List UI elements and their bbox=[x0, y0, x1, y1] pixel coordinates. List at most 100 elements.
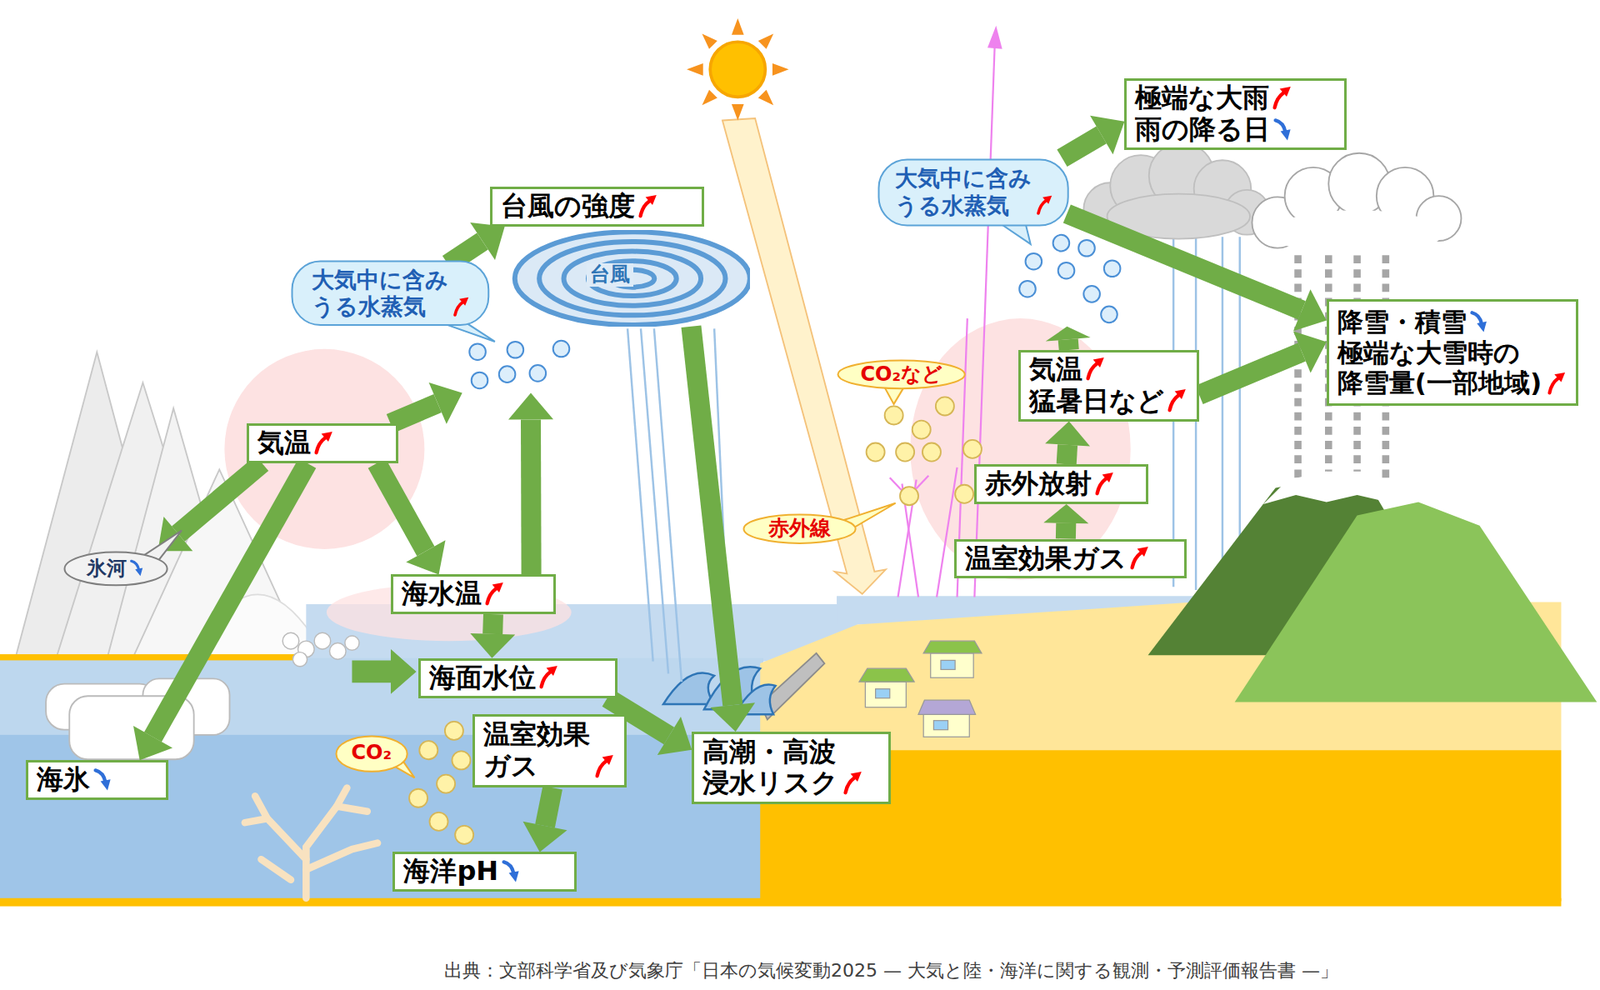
arrow-head bbox=[508, 392, 554, 420]
flow-arrow bbox=[1056, 115, 1125, 167]
effect-box: 温室効果 ガス bbox=[472, 714, 627, 788]
co2-bubbles-part bbox=[955, 485, 974, 504]
trend-up-icon bbox=[1166, 387, 1187, 413]
node-text: 降雪・積雪 bbox=[1337, 306, 1467, 337]
icon-stem bbox=[1170, 395, 1180, 410]
icon-stem bbox=[845, 777, 855, 793]
coral-part bbox=[260, 859, 291, 880]
text-row: 海洋pH bbox=[403, 855, 564, 888]
flow-arrow bbox=[470, 614, 515, 659]
coral-part bbox=[245, 818, 268, 823]
green-mountains-part bbox=[1235, 502, 1598, 703]
ice-fragments-part bbox=[292, 652, 307, 667]
arrow-shaft bbox=[1063, 204, 1306, 320]
text-row: CO₂など bbox=[860, 363, 943, 387]
trend-down-icon bbox=[92, 766, 113, 792]
node-text: 温室効果 ガス bbox=[483, 719, 592, 783]
effect-box: 台風の強度 bbox=[490, 186, 705, 227]
node-text: 氷河 bbox=[86, 556, 127, 580]
icon-stem bbox=[1097, 478, 1107, 494]
icon-stem bbox=[504, 861, 515, 874]
node-text: 台風 bbox=[590, 262, 630, 286]
co2-bubbles-part bbox=[455, 825, 474, 845]
icon-head bbox=[1476, 321, 1487, 333]
icon-head bbox=[850, 771, 862, 782]
node-text: 極端な大雪時の 降雪量(一部地域) bbox=[1337, 337, 1545, 399]
icon-stem bbox=[316, 437, 326, 453]
gas-callout: 赤外線 bbox=[742, 513, 857, 545]
arrow-shaft bbox=[368, 458, 435, 556]
coral bbox=[245, 788, 378, 899]
water-droplet bbox=[529, 365, 546, 382]
sun-part bbox=[772, 63, 790, 76]
arrow-shaft bbox=[1056, 126, 1107, 168]
trend-down-icon bbox=[500, 858, 521, 884]
text-row: 極端な大雨 bbox=[1135, 82, 1335, 115]
icon-head bbox=[1175, 389, 1186, 400]
typhoon-ring bbox=[539, 240, 725, 315]
icon-stem bbox=[95, 770, 105, 782]
glacier-callout: 氷河 bbox=[63, 550, 169, 587]
effect-box: 海水温 bbox=[390, 574, 556, 615]
trend-down-icon bbox=[1272, 116, 1293, 142]
text-row: 雨の降る日 bbox=[1135, 114, 1335, 146]
land-part bbox=[0, 898, 1561, 907]
icon-stem bbox=[597, 760, 607, 776]
arrow-head bbox=[470, 222, 505, 260]
trend-up-icon bbox=[1129, 545, 1150, 570]
coral-part bbox=[305, 843, 378, 870]
node-text: CO₂など bbox=[860, 362, 943, 386]
effect-box: 気温猛暑日など bbox=[1018, 350, 1200, 422]
infrared-rays-part bbox=[974, 40, 995, 597]
arrow-head bbox=[1090, 115, 1125, 155]
water-droplet bbox=[1100, 305, 1118, 323]
water-droplet bbox=[471, 372, 489, 390]
arrow-head bbox=[657, 716, 692, 755]
text-row: CO₂ bbox=[350, 741, 392, 765]
effect-box: 海洋pH bbox=[392, 851, 576, 892]
gas-callout: CO₂など bbox=[836, 359, 966, 390]
typhoon-ring bbox=[515, 231, 750, 325]
houses-part bbox=[865, 681, 906, 708]
text-row: 台風の強度 bbox=[500, 190, 692, 223]
typhoon-fill bbox=[515, 231, 750, 325]
node-text: 海面水位 bbox=[429, 661, 536, 694]
arrow-head bbox=[523, 821, 568, 853]
text-row: 温室効果 ガス bbox=[483, 719, 615, 783]
icon-stem bbox=[131, 560, 140, 570]
icon-head bbox=[1102, 472, 1114, 483]
arrow-shaft bbox=[535, 785, 563, 829]
bubble-outline bbox=[879, 159, 1069, 225]
co2-bubbles-part bbox=[895, 443, 915, 462]
icon-head bbox=[546, 665, 558, 676]
sun-part bbox=[731, 104, 745, 121]
callout-body: CO₂ bbox=[350, 741, 392, 765]
sun-part bbox=[686, 63, 704, 76]
effect-box: 高潮・高波 浸水リスク bbox=[691, 731, 891, 805]
houses-part bbox=[933, 720, 948, 730]
text-row: 気温 bbox=[257, 427, 385, 460]
water-droplet bbox=[1025, 253, 1043, 270]
co2-bubbles-part bbox=[436, 775, 455, 794]
text-row: 猛暑日など bbox=[1029, 385, 1187, 418]
icon-stem bbox=[487, 588, 497, 604]
node-text: 極端な大雨 bbox=[1135, 81, 1270, 114]
warm-glow-part bbox=[224, 349, 425, 550]
node-text: 赤外放射 bbox=[985, 467, 1092, 500]
arrow-shaft bbox=[1056, 444, 1078, 465]
co2-bubbles bbox=[409, 396, 982, 844]
node-text: 猛暑日など bbox=[1029, 385, 1165, 417]
ice-fragments bbox=[282, 632, 360, 666]
bubble-body: 大気中に含み うる水蒸気 bbox=[877, 158, 1070, 227]
icon-head bbox=[509, 870, 520, 882]
bubble-outline bbox=[291, 261, 489, 326]
icon-head bbox=[602, 755, 614, 765]
water-droplet bbox=[507, 341, 525, 359]
callout-body: 赤外線 bbox=[768, 516, 831, 541]
typhoon-spiral: 台風 bbox=[505, 230, 750, 327]
typhoon-rain-part bbox=[640, 328, 669, 674]
arrow-head bbox=[133, 725, 173, 760]
